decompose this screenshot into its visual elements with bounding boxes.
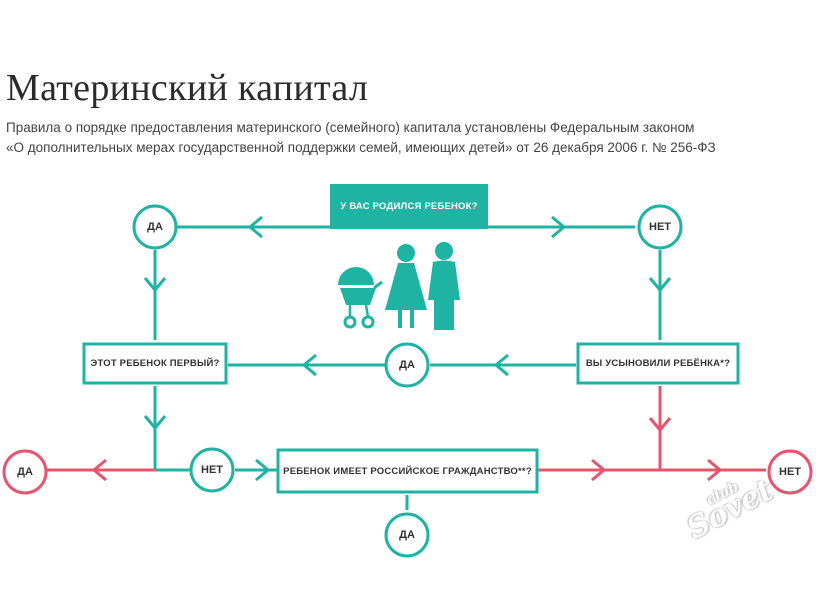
node-yes-middle-label: ДА	[399, 359, 415, 371]
box-child-born	[330, 184, 488, 229]
node-yes-top-label: ДА	[147, 221, 163, 233]
box-first-child	[82, 342, 228, 385]
woman-icon	[385, 244, 427, 328]
teal-connectors	[143, 215, 672, 510]
page-title: Материнский капитал	[6, 67, 369, 109]
node-yes-final-label: ДА	[17, 466, 33, 478]
question-adopted: Вы усыновили ребёнка*?	[585, 358, 731, 369]
node-no-bottom	[189, 447, 235, 493]
node-yes-bottom	[384, 512, 430, 558]
subtitle-line-1: Правила о порядке предоставления материн…	[6, 120, 695, 135]
node-no-top	[637, 204, 683, 250]
box-citizenship	[276, 448, 539, 494]
node-no-top-label: НЕТ	[649, 221, 671, 233]
box-adopted	[576, 342, 740, 385]
node-yes-bottom-label: ДА	[399, 529, 415, 541]
node-yes-middle	[384, 342, 430, 388]
question-citizenship: Ребенок имеет российское гражданство**?	[283, 465, 532, 477]
man-icon	[428, 242, 460, 330]
node-yes-top	[132, 204, 178, 250]
node-no-bottom-label: НЕТ	[201, 464, 223, 476]
question-child-born: У вас родился ребенок?	[340, 201, 478, 212]
page-subtitle: Правила о порядке предоставления материн…	[6, 118, 716, 158]
subtitle-line-2: «О дополнительных мерах государственной …	[6, 140, 716, 155]
question-first-child: Этот ребенок первый?	[90, 358, 220, 369]
node-no-final	[767, 449, 813, 495]
node-no-final-label: НЕТ	[779, 466, 801, 478]
node-yes-final	[2, 449, 48, 495]
stroller-icon	[338, 267, 383, 329]
pink-connectors	[40, 386, 766, 482]
